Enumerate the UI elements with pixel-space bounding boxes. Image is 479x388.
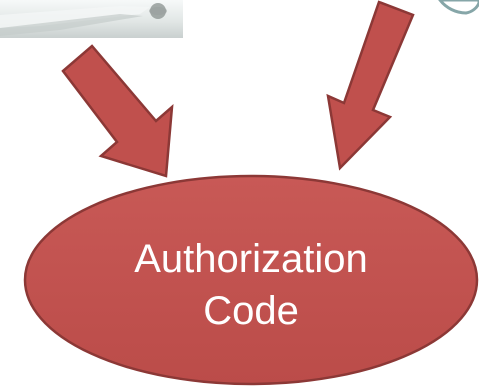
round-device-image — [438, 0, 479, 15]
ellipse-label-line-2: Code — [203, 289, 299, 333]
authorization-code-ellipse — [23, 174, 479, 386]
device-image — [0, 0, 183, 38]
ellipse-label-line-1: Authorization — [134, 237, 367, 281]
left-arrow — [61, 44, 174, 178]
right-arrow — [326, 0, 415, 171]
